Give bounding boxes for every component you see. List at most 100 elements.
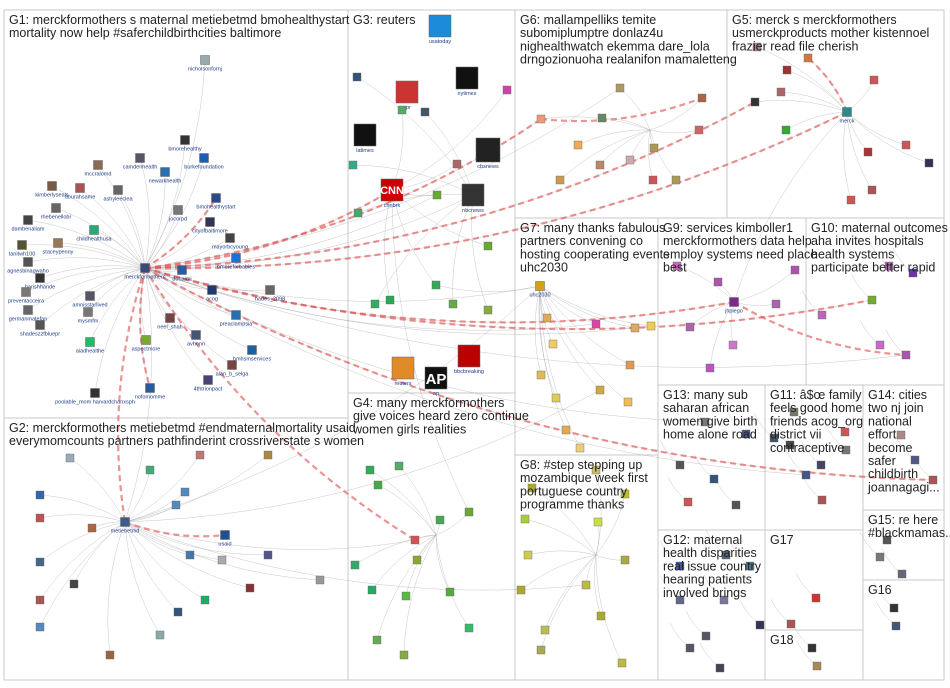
node[interactable] bbox=[769, 433, 779, 443]
node-reuters[interactable]: reuters bbox=[391, 356, 415, 387]
node[interactable] bbox=[520, 514, 530, 524]
node-bmohealthystart[interactable]: bmohealthystart bbox=[196, 193, 236, 211]
node-kimberlyseals[interactable]: kimberlyseals bbox=[35, 181, 69, 199]
node[interactable] bbox=[648, 175, 658, 185]
node[interactable] bbox=[755, 620, 765, 630]
node[interactable] bbox=[630, 323, 640, 333]
node-aiadhealthe[interactable]: aiadhealthe bbox=[76, 337, 104, 355]
node[interactable] bbox=[448, 299, 458, 309]
node-nbcnews[interactable]: nbcnews bbox=[461, 183, 485, 214]
node[interactable] bbox=[595, 385, 605, 395]
node[interactable] bbox=[171, 500, 181, 510]
node[interactable] bbox=[145, 465, 155, 475]
node[interactable] bbox=[741, 429, 751, 439]
node[interactable] bbox=[875, 340, 885, 350]
node[interactable] bbox=[625, 360, 635, 370]
node[interactable] bbox=[889, 603, 899, 613]
node-bmhsmservices[interactable]: bmhsmservices bbox=[233, 345, 271, 363]
node[interactable] bbox=[709, 474, 719, 484]
node[interactable] bbox=[910, 455, 920, 465]
node[interactable] bbox=[867, 185, 877, 195]
node[interactable] bbox=[548, 339, 558, 349]
node[interactable] bbox=[685, 322, 695, 332]
node[interactable] bbox=[721, 550, 731, 560]
node[interactable] bbox=[782, 65, 792, 75]
node[interactable] bbox=[516, 585, 526, 595]
node-donaimi[interactable]: donaimi bbox=[172, 265, 192, 283]
node[interactable] bbox=[869, 75, 879, 85]
node-rhebenellobr[interactable]: rhebenellobr bbox=[41, 203, 72, 221]
node[interactable] bbox=[540, 625, 550, 635]
node[interactable] bbox=[596, 611, 606, 621]
node[interactable] bbox=[435, 515, 445, 525]
node[interactable] bbox=[752, 42, 762, 52]
node[interactable] bbox=[353, 208, 363, 218]
node-usatoday[interactable]: usatoday bbox=[428, 14, 452, 45]
node-newarkhealth[interactable]: newarkhealth bbox=[149, 167, 182, 185]
node-cityofbaltimore[interactable]: cityofbaltimore bbox=[192, 217, 228, 235]
node[interactable] bbox=[803, 53, 813, 63]
node[interactable] bbox=[745, 561, 755, 571]
node-metiebetmd[interactable]: metiebetmd bbox=[111, 517, 140, 535]
node[interactable] bbox=[817, 310, 827, 320]
node[interactable] bbox=[790, 265, 800, 275]
node[interactable] bbox=[715, 663, 725, 673]
node[interactable] bbox=[263, 550, 273, 560]
node-usaid[interactable]: usaid bbox=[218, 530, 232, 548]
node-agnesbinagwaho[interactable]: agnesbinagwaho bbox=[7, 257, 49, 275]
node-germanmatefan[interactable]: germanmatefan bbox=[9, 305, 48, 323]
node[interactable] bbox=[671, 175, 681, 185]
node[interactable] bbox=[263, 450, 273, 460]
node[interactable] bbox=[882, 535, 892, 545]
node[interactable] bbox=[646, 321, 656, 331]
node[interactable] bbox=[875, 552, 885, 562]
node[interactable] bbox=[348, 160, 358, 170]
node[interactable] bbox=[675, 460, 685, 470]
node[interactable] bbox=[527, 483, 537, 493]
node[interactable] bbox=[464, 507, 474, 517]
node[interactable] bbox=[581, 580, 591, 590]
node[interactable] bbox=[675, 561, 685, 571]
node[interactable] bbox=[649, 143, 659, 153]
node[interactable] bbox=[625, 155, 635, 165]
node[interactable] bbox=[245, 583, 255, 593]
node-childhealthusa[interactable]: childhealthusa bbox=[76, 225, 113, 243]
node-alan-b-selga[interactable]: alan_b_selga bbox=[216, 360, 250, 378]
node-acog[interactable]: acog bbox=[206, 285, 218, 303]
node[interactable] bbox=[620, 555, 630, 565]
node[interactable] bbox=[432, 190, 442, 200]
node-bbcbreaking[interactable]: bbcbreaking bbox=[454, 344, 484, 375]
node[interactable] bbox=[901, 350, 911, 360]
node[interactable] bbox=[812, 661, 822, 671]
node[interactable] bbox=[410, 535, 420, 545]
node[interactable] bbox=[897, 569, 907, 579]
node-latimes[interactable]: latimes bbox=[353, 123, 377, 154]
node[interactable] bbox=[502, 85, 512, 95]
node[interactable] bbox=[728, 340, 738, 350]
node-stacey-penny[interactable]: staceypenny bbox=[43, 238, 74, 256]
node[interactable] bbox=[896, 430, 906, 440]
node[interactable] bbox=[719, 595, 729, 605]
node[interactable] bbox=[217, 555, 227, 565]
node-amnisstarlived[interactable]: amnisstarlived bbox=[72, 291, 108, 309]
node[interactable] bbox=[87, 523, 97, 533]
node[interactable] bbox=[350, 560, 360, 570]
node-nofomomme[interactable]: nofomomme bbox=[135, 383, 166, 401]
node[interactable] bbox=[807, 643, 817, 653]
node[interactable] bbox=[789, 407, 799, 417]
node[interactable] bbox=[776, 87, 786, 97]
node[interactable] bbox=[786, 619, 796, 629]
node[interactable] bbox=[420, 107, 430, 117]
node[interactable] bbox=[593, 517, 603, 527]
node[interactable] bbox=[595, 160, 605, 170]
node[interactable] bbox=[620, 489, 630, 499]
node[interactable] bbox=[924, 158, 934, 168]
node-neel-shah[interactable]: neel_shah bbox=[157, 313, 183, 331]
node[interactable] bbox=[69, 579, 79, 589]
node[interactable] bbox=[399, 650, 409, 660]
node[interactable] bbox=[200, 595, 210, 605]
node-mayorbcyoung[interactable]: mayorbcyoung bbox=[212, 233, 248, 251]
node[interactable] bbox=[536, 114, 546, 124]
node[interactable] bbox=[685, 643, 695, 653]
node[interactable] bbox=[370, 299, 380, 309]
